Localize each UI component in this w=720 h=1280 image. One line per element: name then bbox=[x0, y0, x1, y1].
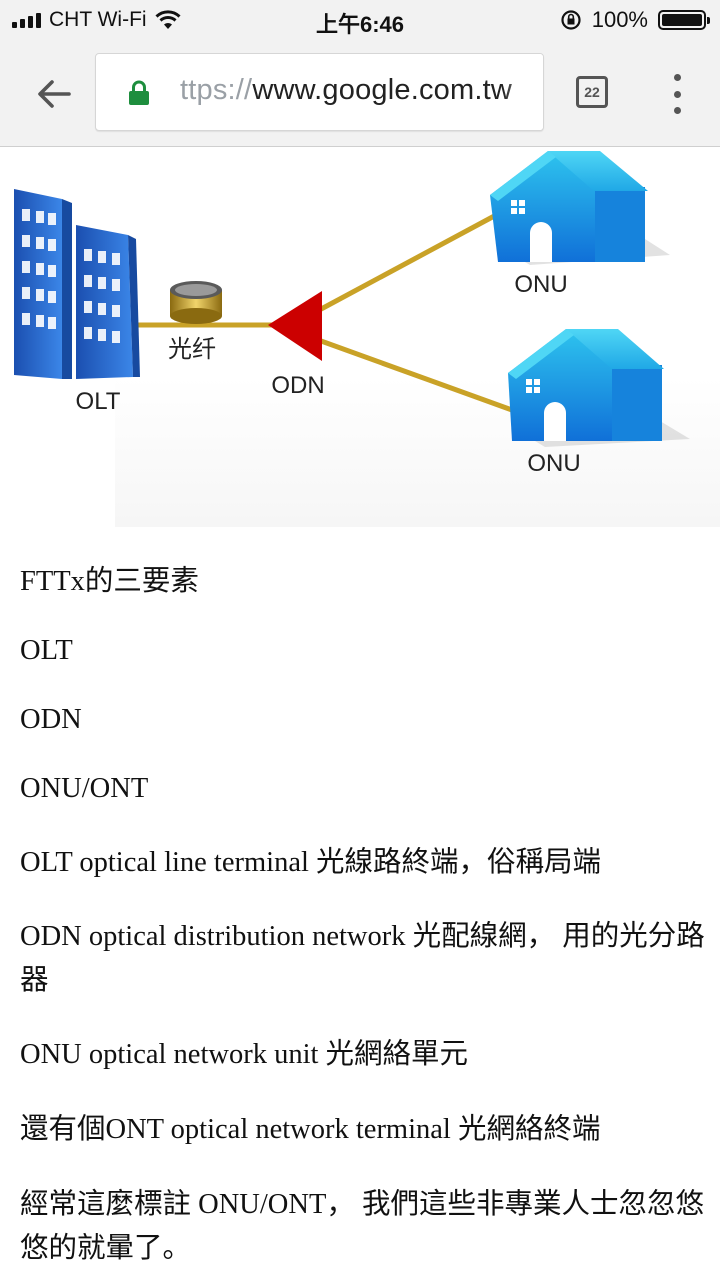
clock: 上午6:46 bbox=[315, 12, 405, 37]
odn-label: ODN bbox=[271, 372, 324, 399]
onu-house-top-icon bbox=[490, 151, 670, 265]
address-bar[interactable]: ttps://www.google.com.tw bbox=[95, 53, 544, 131]
paragraph: ONU/ONT bbox=[20, 773, 149, 804]
status-left: CHT Wi-Fi bbox=[12, 8, 181, 32]
back-button[interactable] bbox=[30, 70, 78, 118]
paragraph: OLT bbox=[20, 635, 73, 666]
paragraph: 還有個ONT optical network terminal 光網絡終端 bbox=[20, 1114, 601, 1145]
paragraph: FTTx的三要素 bbox=[20, 566, 199, 597]
onu-top-label: ONU bbox=[514, 271, 567, 298]
fiber-label: 光纤 bbox=[168, 336, 216, 363]
fiber-lines bbox=[135, 211, 513, 413]
fiber-spool-icon bbox=[170, 281, 222, 324]
url-host: www.google.com.tw bbox=[252, 74, 512, 106]
paragraph: ODN bbox=[20, 704, 82, 735]
paragraph: 經常這麼標註 ONU/ONT， 我們這些非專業人士忽忽悠悠的就暈了。 bbox=[20, 1189, 704, 1264]
tab-count: 22 bbox=[584, 84, 600, 100]
paragraph: OLT optical line terminal 光線路終端，俗稱局端 bbox=[20, 847, 602, 878]
status-bar: CHT Wi-Fi 上午6:46 100% bbox=[0, 0, 720, 40]
battery-icon bbox=[658, 10, 710, 30]
olt-building-icon bbox=[14, 189, 140, 379]
onu-house-bottom-icon bbox=[508, 329, 690, 447]
signal-icon bbox=[12, 12, 41, 28]
url-scheme: ttps:// bbox=[180, 74, 253, 106]
onu-bottom-label: ONU bbox=[527, 450, 580, 477]
fttx-diagram: OLT 光纤 ODN ONU bbox=[0, 147, 720, 535]
paragraph: ODN optical distribution network 光配線網， 用… bbox=[20, 921, 705, 996]
lock-icon bbox=[129, 80, 149, 105]
paragraph: ONU optical network unit 光網絡單元 bbox=[20, 1039, 469, 1070]
orientation-lock-icon bbox=[561, 10, 581, 30]
wifi-icon bbox=[155, 10, 181, 29]
article-body: FTTx的三要素 OLT ODN ONU/ONT OLT optical lin… bbox=[20, 560, 705, 1271]
back-arrow-icon bbox=[38, 80, 71, 108]
overflow-menu-button[interactable] bbox=[664, 74, 690, 114]
status-right: 100% bbox=[560, 7, 710, 33]
browser-toolbar: ttps://www.google.com.tw 22 bbox=[0, 40, 720, 147]
fttx-diagram-image: OLT 光纤 ODN ONU bbox=[14, 151, 720, 527]
odn-splitter-icon bbox=[268, 291, 322, 361]
tab-switcher-button[interactable]: 22 bbox=[576, 76, 608, 108]
carrier-label: CHT Wi-Fi bbox=[49, 8, 147, 31]
url-fade bbox=[503, 54, 543, 130]
url-text: ttps://www.google.com.tw bbox=[180, 74, 512, 107]
battery-percent: 100% bbox=[591, 7, 648, 32]
olt-label: OLT bbox=[76, 388, 121, 415]
